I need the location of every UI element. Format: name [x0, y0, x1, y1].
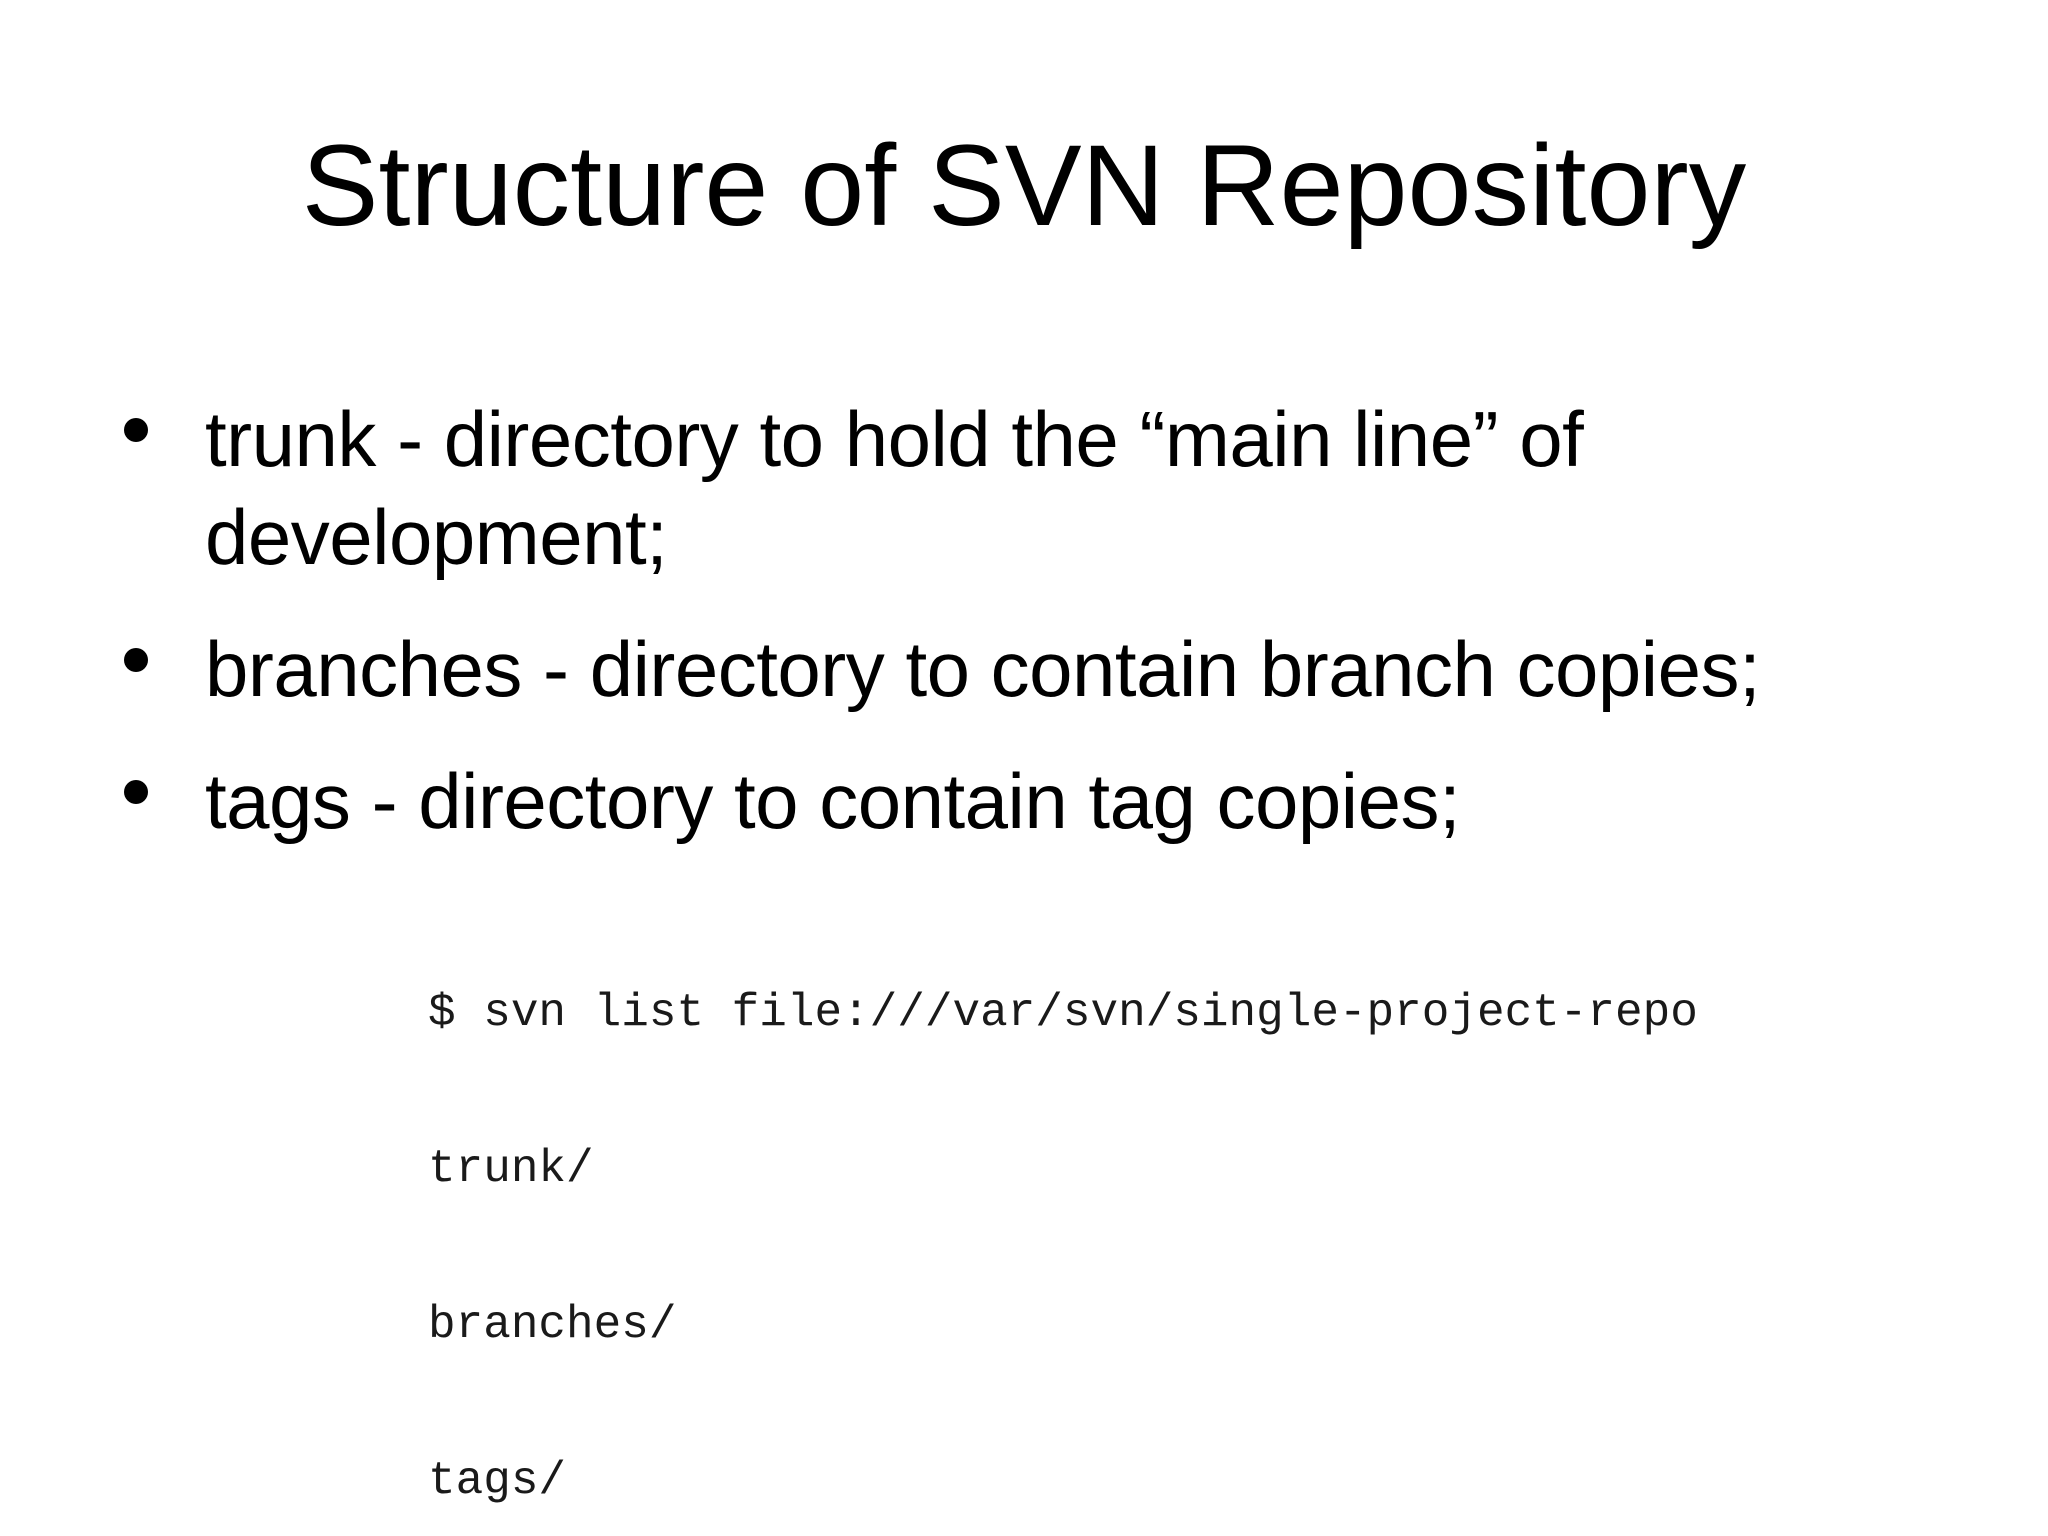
- bullet-item: tags - directory to contain tag copies;: [124, 752, 1944, 850]
- bullet-list: trunk - directory to hold the “main line…: [124, 390, 1944, 884]
- terminal-line: branches/: [428, 1299, 677, 1351]
- terminal-line: $ svn list file:///var/svn/single-projec…: [428, 987, 1698, 1039]
- bullet-icon: [124, 418, 148, 442]
- bullet-item: trunk - directory to hold the “main line…: [124, 390, 1944, 586]
- bullet-text: trunk - directory to hold the “main line…: [205, 395, 1584, 581]
- slide-title: Structure of SVN Repository: [301, 122, 1747, 250]
- bullet-icon: [124, 648, 148, 672]
- bullet-icon: [124, 780, 148, 804]
- bullet-text: branches - directory to contain branch c…: [205, 625, 1761, 713]
- bullet-item: branches - directory to contain branch c…: [124, 620, 1944, 718]
- terminal-line: tags/: [428, 1455, 567, 1507]
- terminal-line: trunk/: [428, 1143, 594, 1195]
- terminal-output: $ svn list file:///var/svn/single-projec…: [428, 883, 2008, 1536]
- bullet-text: tags - directory to contain tag copies;: [205, 757, 1461, 845]
